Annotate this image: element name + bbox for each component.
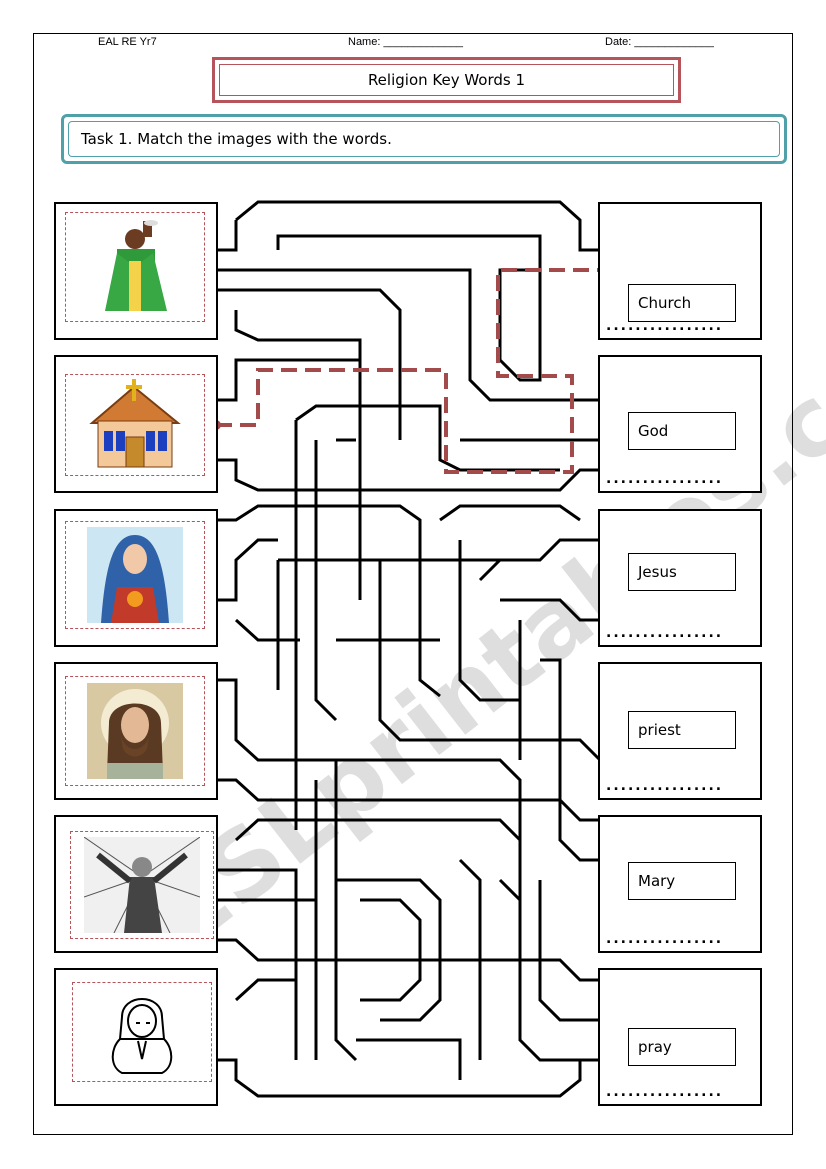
- maze-wall: [234, 618, 300, 642]
- maze-wall: [378, 560, 602, 762]
- maze-wall: [538, 880, 600, 1022]
- maze-wall: [218, 868, 298, 1060]
- jesus-portrait-icon: [87, 683, 183, 779]
- maze-wall: [218, 938, 600, 982]
- maze-wall: [314, 440, 338, 722]
- word-label-mary[interactable]: Mary: [628, 862, 736, 900]
- maze-wall: [540, 658, 600, 862]
- maze-wall: [276, 234, 542, 382]
- maze-wall: [218, 678, 522, 900]
- word-card-1: Church ................: [598, 202, 762, 340]
- maze-wall: [235, 200, 600, 252]
- word-label-priest[interactable]: priest: [628, 711, 736, 749]
- word-label-pray[interactable]: pray: [628, 1028, 736, 1066]
- maze-wall: [295, 404, 560, 472]
- maze-wall: [356, 1038, 462, 1080]
- word-card-3: Jesus ................: [598, 509, 762, 647]
- maze-wall: [336, 878, 442, 1022]
- task-box: Task 1. Match the images with the words.: [61, 114, 787, 164]
- answer-line[interactable]: ................: [606, 625, 724, 641]
- picture-frame: [70, 831, 214, 939]
- word-label-god[interactable]: God: [628, 412, 736, 450]
- worksheet-page: [33, 33, 793, 1135]
- maze-wall: [458, 858, 482, 1060]
- name-field-label[interactable]: Name: _____________: [348, 36, 463, 48]
- maze-wall: [234, 978, 296, 1002]
- maze-wall: [218, 538, 278, 602]
- picture-card-6: [54, 968, 218, 1106]
- maze-wall: [234, 310, 362, 600]
- word-card-5: Mary ................: [598, 815, 762, 953]
- class-label: EAL RE Yr7: [98, 36, 157, 48]
- god-drawing-icon: [84, 837, 200, 933]
- picture-frame: [65, 521, 205, 629]
- picture-card-1: [54, 202, 218, 340]
- answer-line[interactable]: ................: [606, 471, 724, 487]
- maze-wall: [500, 598, 600, 622]
- priest-praying-icon: [105, 220, 167, 311]
- date-field-label[interactable]: Date: _____________: [605, 36, 714, 48]
- maze-wall: [218, 220, 238, 252]
- maze-wall: [218, 288, 402, 440]
- maze-wall: [218, 268, 600, 402]
- maze-wall: [218, 778, 600, 822]
- title-box: Religion Key Words 1: [212, 57, 681, 103]
- task-instruction: Task 1. Match the images with the words.: [68, 121, 780, 157]
- maze-wall: [458, 540, 520, 702]
- maze-wall: [218, 358, 360, 402]
- picture-card-2: [54, 355, 218, 493]
- picture-card-3: [54, 509, 218, 647]
- mary-portrait-icon: [87, 527, 183, 623]
- maze-wall: [478, 558, 540, 582]
- maze-wall: [360, 898, 422, 1002]
- maze-wall: [218, 504, 441, 698]
- maze-wall: [234, 818, 522, 842]
- maze-wall: [498, 878, 600, 1062]
- answer-line[interactable]: ................: [606, 778, 724, 794]
- church-building-icon: [89, 379, 181, 468]
- worksheet-title: Religion Key Words 1: [219, 64, 674, 96]
- picture-frame: [72, 982, 212, 1082]
- picture-frame: [65, 374, 205, 476]
- answer-line[interactable]: ................: [606, 318, 724, 334]
- maze-wall: [439, 504, 581, 522]
- picture-frame: [65, 676, 205, 786]
- picture-card-5: [54, 815, 218, 953]
- word-card-6: pray ................: [598, 968, 762, 1106]
- word-card-4: priest ................: [598, 662, 762, 800]
- answer-line[interactable]: ................: [606, 931, 724, 947]
- picture-frame: [65, 212, 205, 322]
- girl-praying-icon: [111, 998, 173, 1074]
- answer-line[interactable]: ................: [606, 1084, 724, 1100]
- maze-wall: [334, 760, 358, 1062]
- example-path: [216, 268, 632, 474]
- maze-wall: [218, 458, 600, 492]
- maze-wall: [278, 538, 600, 562]
- word-label-church[interactable]: Church: [628, 284, 736, 322]
- word-card-2: God ................: [598, 355, 762, 493]
- picture-card-4: [54, 662, 218, 800]
- word-label-jesus[interactable]: Jesus: [628, 553, 736, 591]
- maze-wall: [218, 1058, 582, 1098]
